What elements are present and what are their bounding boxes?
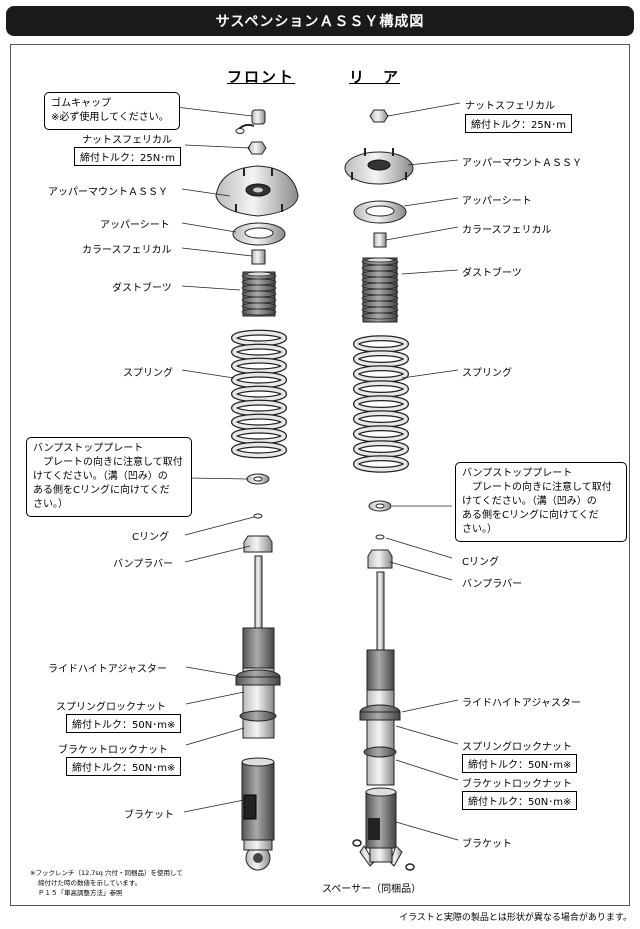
- front-c-ring-label: Cリング: [132, 532, 169, 543]
- rear-bracket-label: ブラケット: [462, 839, 512, 850]
- rear-bump-plate-callout: バンプストッププレート プレートの向きに注意して取付 けてください。（溝（凹み）…: [455, 462, 627, 542]
- front-rubber-cap: [235, 109, 266, 134]
- rear-upper-mount-label: アッパーマウントＡＳＳＹ: [462, 158, 582, 169]
- rear-section-title: リ ア: [349, 68, 401, 86]
- rear-spring-lock-label: スプリングロックナット: [462, 742, 572, 753]
- front-rubber-cap-label: ゴムキャップ: [51, 98, 111, 109]
- front-bump-plate-note-1: プレートの向きに注意して取付: [43, 457, 183, 468]
- rear-bump-plate: [368, 500, 392, 512]
- rear-nut-label: ナットスフェリカル: [465, 101, 555, 112]
- rear-nut-torque: 締付トルク：25N･m: [465, 114, 572, 133]
- disclaimer-text: イラストと実際の製品とは形状が異なる場合があります。: [399, 913, 632, 923]
- footnote-line-3: Ｐ１５「車高調整方法」参照: [38, 889, 123, 897]
- rear-spacers: [352, 839, 415, 871]
- rear-upper-seat-label: アッパーシート: [462, 196, 532, 207]
- rear-bump-rubber: [367, 549, 393, 569]
- rear-bump-plate-note-4: さい。）: [462, 524, 497, 535]
- rear-collar: [373, 232, 387, 248]
- front-bump-plate: [246, 473, 270, 485]
- rear-upper-mount: [344, 148, 414, 185]
- rear-c-ring: [375, 534, 385, 540]
- rear-spring-label: スプリング: [462, 368, 512, 379]
- front-upper-mount-label: アッパーマウントＡＳＳＹ: [48, 187, 168, 198]
- front-nut: [247, 141, 267, 155]
- front-spring-lock-torque: 締付トルク：50N･m※: [66, 714, 182, 733]
- front-rubber-cap-callout: ゴムキャップ ※必ず使用してください。: [44, 92, 180, 130]
- rear-c-ring-label: Cリング: [462, 557, 499, 568]
- rear-spring-lock-torque: 締付トルク：50N･m※: [462, 754, 578, 773]
- front-bump-plate-note-3: ある側をCリングに向けてくだ: [33, 485, 170, 496]
- rear-bracket-lock-label: ブラケットロックナット: [462, 779, 572, 790]
- front-dust-boot: [241, 271, 277, 317]
- rear-damper: [359, 571, 403, 867]
- front-bump-rubber-label: バンプラバー: [113, 559, 174, 570]
- rear-bump-plate-note-3: ある側をCリングに向けてくだ: [462, 510, 599, 521]
- footnote-line-1: ※フックレンチ（12.7sq 穴付・同梱品）を使用して: [30, 869, 183, 877]
- leader-lines: [175, 102, 461, 841]
- rear-bump-plate-note-1: プレートの向きに注意して取付: [472, 482, 612, 493]
- front-section-title: フロント: [227, 68, 296, 86]
- front-spring-lock-label: スプリングロックナット: [56, 702, 166, 713]
- rear-bump-rubber-label: バンプラバー: [462, 579, 523, 590]
- front-bump-plate-label: バンプストッププレート: [33, 443, 144, 454]
- front-bump-plate-note-4: さい。）: [33, 499, 68, 510]
- front-nut-torque: 締付トルク：25N･m: [74, 147, 181, 166]
- front-bracket-lock-torque: 締付トルク：50N･m※: [66, 757, 182, 776]
- torque-footnote: ※フックレンチ（12.7sq 穴付・同梱品）を使用して 締付けた時の数値を示して…: [30, 868, 183, 898]
- rear-spring: [353, 335, 409, 473]
- front-c-ring: [253, 513, 263, 519]
- front-upper-seat-label: アッパーシート: [100, 220, 170, 231]
- diagram-frame: [10, 44, 630, 906]
- front-bump-rubber: [243, 535, 273, 553]
- rear-bump-plate-label: バンプストッププレート: [462, 468, 573, 479]
- rear-bump-plate-note-2: けてください。（溝（凹み）の: [462, 496, 597, 507]
- front-nut-label: ナットスフェリカル: [82, 135, 172, 146]
- front-dust-boot-label: ダストブーツ: [112, 283, 172, 294]
- rear-collar-label: カラースフェリカル: [462, 225, 552, 236]
- rear-nut: [369, 109, 389, 123]
- front-upper-mount: [215, 165, 299, 217]
- front-spring-label: スプリング: [123, 368, 173, 379]
- front-bracket-label: ブラケット: [124, 810, 174, 821]
- front-collar-label: カラースフェリカル: [82, 245, 172, 256]
- rear-ride-height-label: ライドハイトアジャスター: [462, 698, 581, 709]
- rear-spacer-label: スペーサー（同梱品）: [322, 884, 422, 895]
- front-bracket-lock-label: ブラケットロックナット: [58, 745, 168, 756]
- front-bump-plate-note-2: けてください。（溝（凹み）の: [33, 471, 168, 482]
- front-ride-height-label: ライドハイトアジャスター: [48, 664, 167, 675]
- front-damper: [235, 555, 281, 871]
- front-upper-seat: [232, 222, 286, 246]
- front-rubber-cap-note: ※必ず使用してください。: [51, 112, 169, 123]
- rear-upper-seat: [353, 200, 407, 224]
- rear-bracket-lock-torque: 締付トルク：50N･m※: [462, 791, 578, 810]
- front-spring: [231, 329, 287, 459]
- front-bump-plate-callout: バンプストッププレート プレートの向きに注意して取付 けてください。（溝（凹み）…: [26, 437, 192, 517]
- page-title: サスペンションＡＳＳＹ構成図: [6, 6, 634, 36]
- rear-dust-boot: [361, 257, 399, 323]
- front-collar: [251, 249, 266, 265]
- footnote-line-2: 締付けた時の数値を示しています。: [38, 879, 142, 887]
- rear-dust-boot-label: ダストブーツ: [462, 268, 522, 279]
